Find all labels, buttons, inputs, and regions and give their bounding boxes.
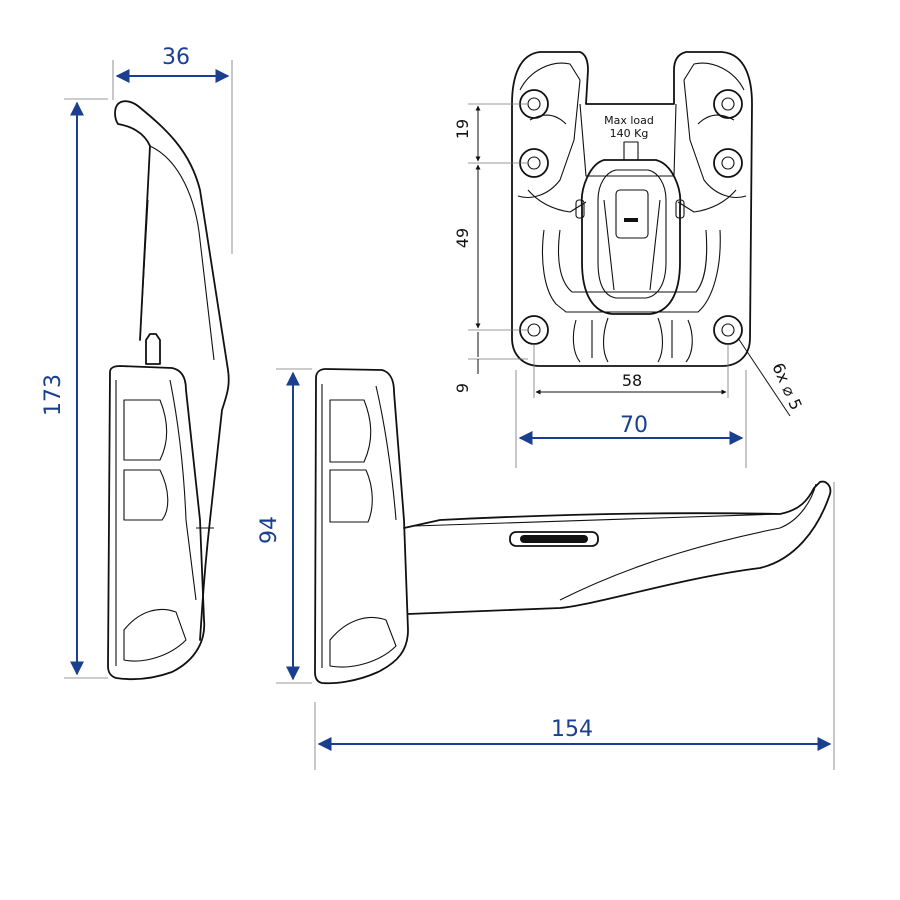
dim-label-173: 173 bbox=[41, 374, 66, 416]
max-load-line2: 140 Kg bbox=[610, 127, 649, 140]
dim-label-94: 94 bbox=[257, 516, 282, 544]
dim-label-58: 58 bbox=[622, 371, 642, 390]
dim-label-19: 19 bbox=[453, 119, 472, 139]
dim-bottom-offset: 9 bbox=[453, 332, 479, 393]
dim-mid-spacing: 49 bbox=[453, 164, 481, 329]
side-view-base bbox=[107, 365, 206, 680]
dim-label-70: 70 bbox=[620, 413, 648, 438]
dim-label-49: 49 bbox=[453, 228, 472, 248]
dim-hole-spacing: 58 bbox=[533, 344, 729, 398]
plate-outline bbox=[511, 51, 753, 367]
side-view-hook-arm bbox=[117, 100, 230, 641]
profile-view-knob-fill bbox=[520, 535, 588, 543]
max-load-line1: Max load bbox=[604, 114, 654, 127]
dim-label-154: 154 bbox=[551, 717, 593, 742]
plate-view: Max load 140 Kg bbox=[511, 51, 753, 367]
dim-plate-width: 70 bbox=[515, 370, 747, 468]
dim-top-offset: 19 bbox=[453, 103, 528, 360]
dim-side-height: 173 bbox=[41, 98, 108, 679]
dim-front-height: 94 bbox=[257, 368, 312, 684]
dim-label-hole: 6x ⌀ 5 bbox=[768, 360, 806, 413]
profile-view-knob bbox=[509, 531, 599, 547]
plate-handle bbox=[580, 159, 682, 315]
dim-total-length: 154 bbox=[314, 482, 835, 770]
dim-label-9: 9 bbox=[453, 383, 472, 393]
profile-view bbox=[314, 368, 832, 685]
dim-label-36: 36 bbox=[162, 45, 190, 70]
profile-view-hook-arm bbox=[403, 480, 832, 615]
side-view-knob bbox=[145, 333, 161, 365]
dim-side-width: 36 bbox=[112, 45, 233, 254]
profile-view-base bbox=[314, 368, 409, 685]
side-view bbox=[107, 100, 230, 680]
